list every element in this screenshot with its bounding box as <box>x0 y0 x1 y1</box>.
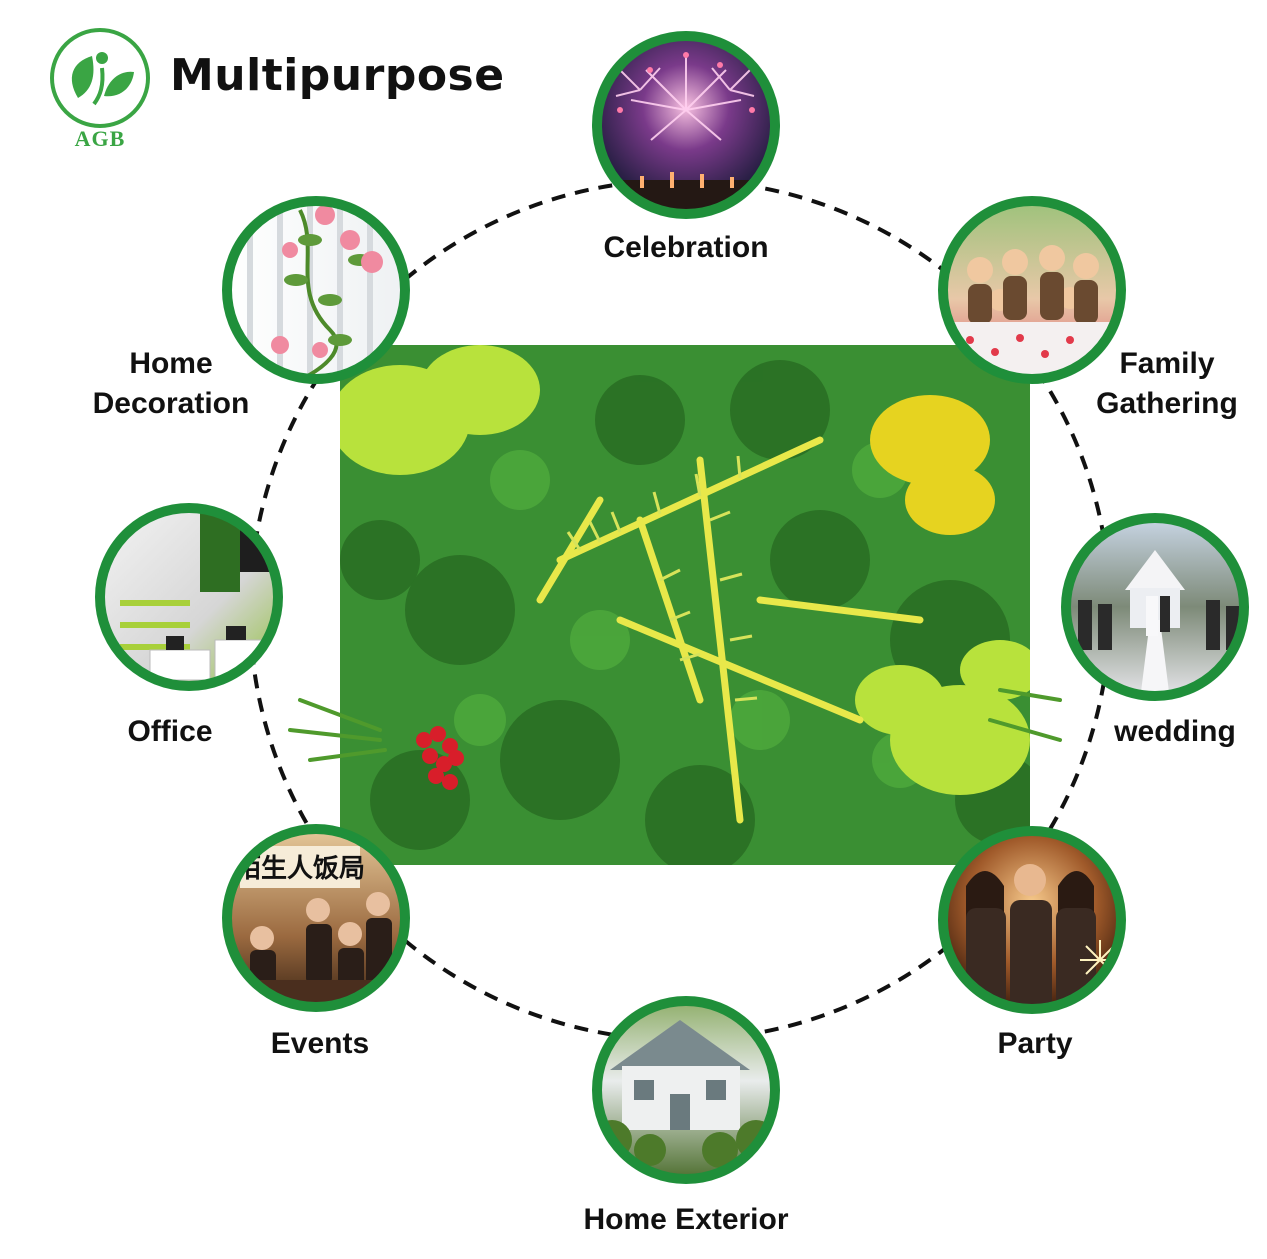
brand-name: AGB <box>74 126 126 151</box>
use-case-wedding <box>1061 513 1249 701</box>
page-title: Multipurpose <box>170 50 505 101</box>
artificial-green-wall-panel <box>288 345 1062 865</box>
use-case-family-gathering <box>938 196 1126 384</box>
leaf-logo-icon <box>50 28 150 128</box>
use-case-party <box>938 826 1126 1014</box>
label-celebration: Celebration <box>603 231 769 264</box>
use-case-celebration <box>592 31 780 219</box>
label-party: Party <box>997 1027 1073 1060</box>
use-case-home-decoration <box>222 196 410 384</box>
use-case-office <box>95 503 283 691</box>
label-home-decoration: Home Decoration <box>92 347 250 420</box>
agb-logo: AGB <box>48 26 152 151</box>
label-office: Office <box>127 715 213 748</box>
use-case-home-exterior <box>592 996 780 1184</box>
label-home-exterior: Home Exterior <box>583 1203 789 1236</box>
events-sign-text: 陌生人饭局 <box>235 854 365 884</box>
label-wedding: wedding <box>1114 715 1236 748</box>
label-family-gathering: Family Gathering <box>1096 347 1238 420</box>
label-events: Events <box>270 1027 370 1060</box>
use-case-events: 陌生人饭局 <box>222 824 410 1012</box>
